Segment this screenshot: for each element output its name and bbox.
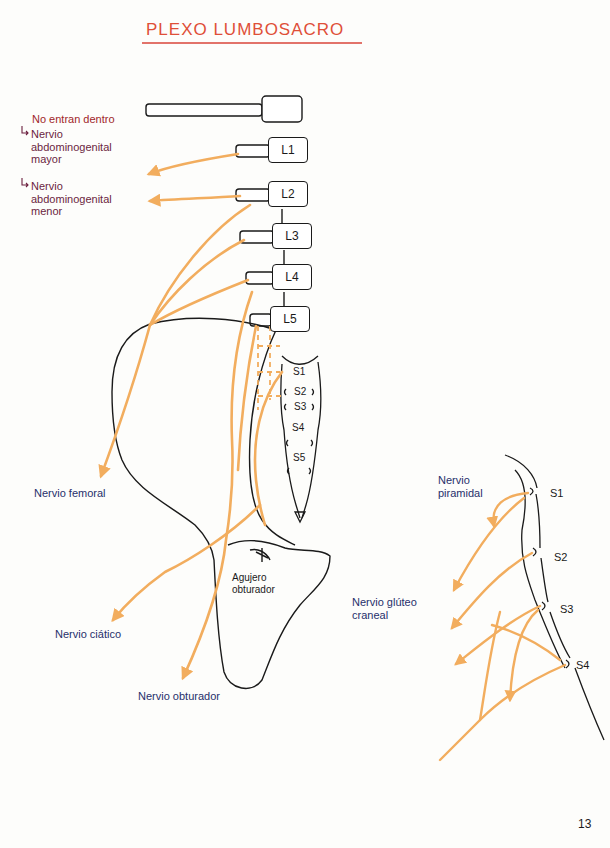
structure-name: Agujero obturador [232,572,294,595]
page-number: 13 [578,818,591,832]
title: PLEXO LUMBOSACRO [146,20,344,40]
nerve-name: Nervio abdominogenital menor [31,180,141,218]
vertebra-box: L4 [272,264,312,290]
nerve-name: Nervio femoral [34,487,106,500]
bullet-arrows [22,126,28,187]
sacrum-outline [281,356,321,522]
vertebra-label: L1 [281,143,294,157]
segment-label: S2 [554,551,567,564]
pelvis-outline [112,318,330,688]
nerve-lines [101,154,282,678]
sacral-nerve-lines [440,493,565,760]
vertebra-box: L3 [272,223,312,249]
vertebra-box: L1 [268,137,308,163]
segment-label: S3 [294,401,306,413]
vertebra-symbols [146,96,302,326]
dashed-nerve-lines [258,326,282,410]
vertebra-box: L2 [268,181,308,207]
vertebra-label: L5 [283,312,296,326]
vertebra-label: L3 [285,229,298,243]
vertebra-label: L2 [281,187,294,201]
nerve-name: Nervio piramidal [438,474,504,499]
nerve-name: Nervio obturador [138,690,220,703]
segment-label: S5 [293,452,305,464]
note: No entran dentro [32,113,115,126]
vertebra-box: L5 [270,306,310,332]
sacral-outline [505,455,604,740]
vertebra-label: L4 [285,270,298,284]
segment-label: S4 [292,422,304,434]
nerve-name: Nervio glúteo craneal [352,596,448,621]
title-underline [142,42,362,44]
segment-label: S1 [293,366,305,378]
segment-label: S2 [294,386,306,398]
nerve-name: Nervio abdominogenital mayor [31,128,141,166]
segment-label: S3 [560,603,573,616]
segment-label: S4 [576,659,589,672]
segment-label: S1 [550,487,563,500]
nerve-name: Nervio ciático [55,628,121,641]
